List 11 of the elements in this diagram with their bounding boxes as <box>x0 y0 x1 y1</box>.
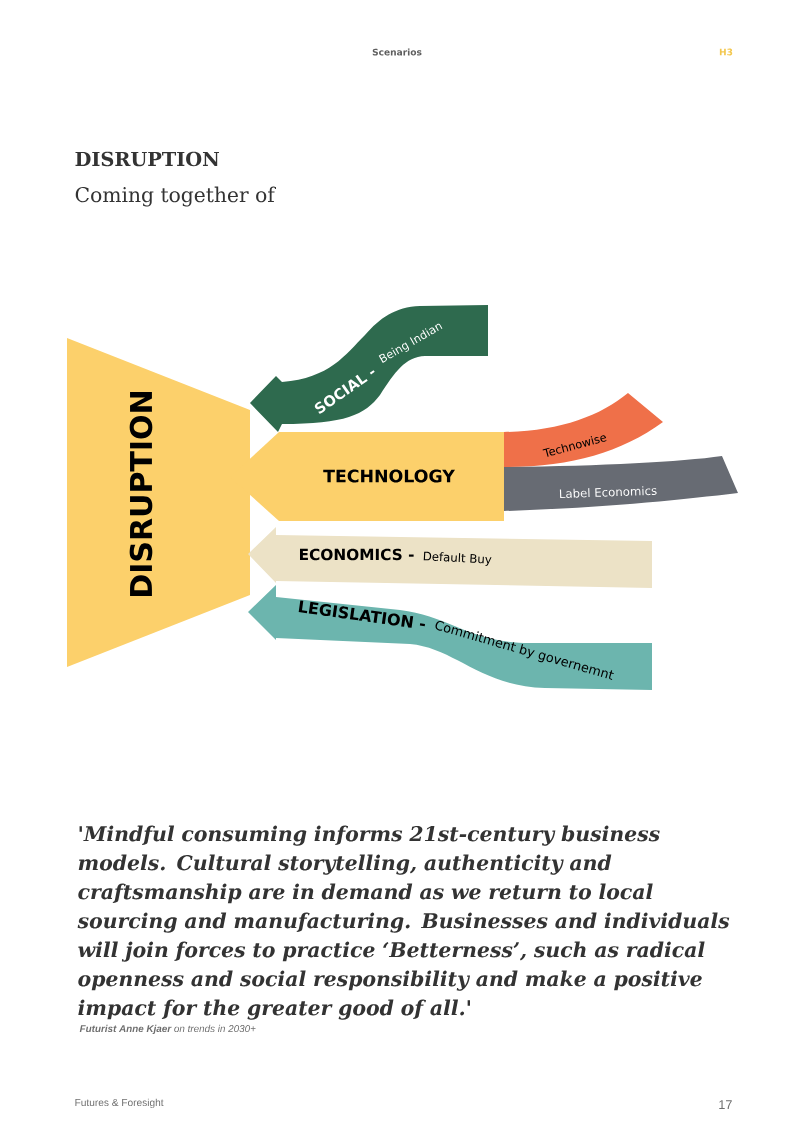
ribbon-band: Label Economics <box>504 456 738 511</box>
arrow-band: ECONOMICS - Default Buy <box>248 527 652 588</box>
quote-text: 'Mindful consuming informs 21st-century business models. Cultural storytelling, authenticity and craftsmanship are in demand as we return to local sourcing and manufacturing. Businesses and individuals will join forces to practice ‘Betterness’, such as radical openness and social responsibility and make a positive impact for the greater good of all.' <box>77 825 730 1020</box>
page-number: 17 <box>719 1100 732 1109</box>
heading: DISRUPTION <box>75 151 219 167</box>
subheading: Coming together of <box>75 186 276 207</box>
section-tag: H3 <box>719 48 733 56</box>
trapezoid-block: DISRUPTION <box>67 338 250 667</box>
header-text: Scenarios <box>372 48 422 56</box>
attribution-text: Futurist Anne Kjaer on trends in 2030+ <box>79 1024 256 1035</box>
footer-text: Futures & Foresight <box>75 1098 164 1109</box>
